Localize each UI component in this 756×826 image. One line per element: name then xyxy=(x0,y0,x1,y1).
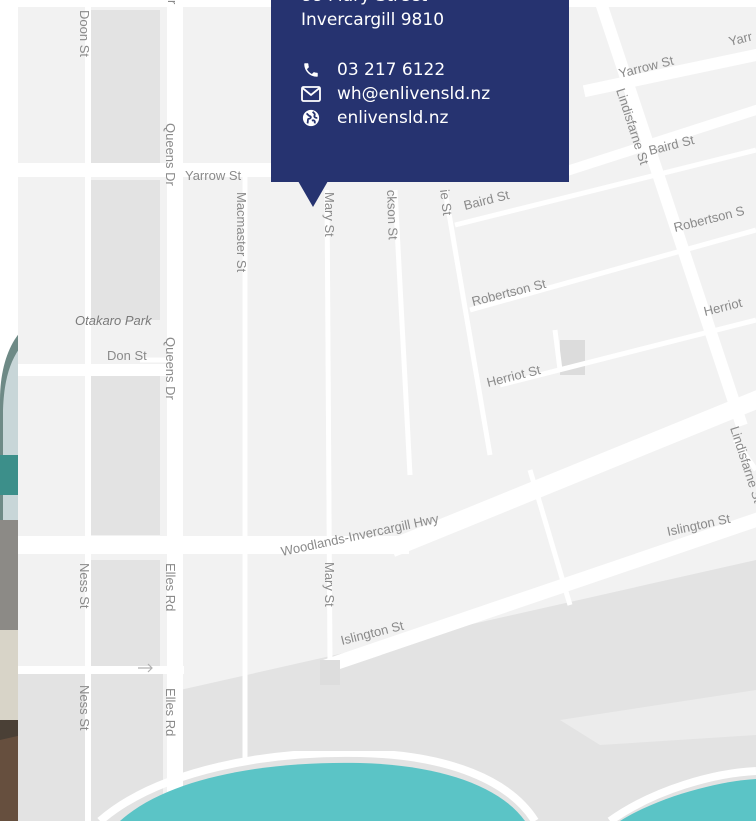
street-label-r: r xyxy=(165,0,180,5)
street-label-queens-2: Queens Dr xyxy=(163,337,178,401)
address-line-2: Invercargill 9810 xyxy=(301,10,445,30)
street-label-elles-1: Elles Rd xyxy=(163,563,178,611)
small-block xyxy=(320,660,340,685)
park-label-otakaro: Otakaro Park xyxy=(75,313,153,328)
street-label-macmaster: Macmaster St xyxy=(234,192,249,273)
one-way-arrow xyxy=(138,663,153,673)
street-label-ness-1: Ness St xyxy=(77,563,92,609)
street-label-yarrow-1: Yarrow St xyxy=(185,168,241,183)
phone-icon xyxy=(301,61,321,79)
card-pointer xyxy=(298,181,328,207)
street-label-queens-1: Queens Dr xyxy=(163,123,178,187)
website-row[interactable]: enlivensld.nz xyxy=(301,106,539,130)
teal-wave-decoration xyxy=(0,748,756,825)
street-label-doon: Doon St xyxy=(77,10,92,57)
email-address[interactable]: wh@enlivensld.nz xyxy=(337,84,491,104)
street-label-ie: ie St xyxy=(437,189,455,217)
park-block xyxy=(90,560,160,670)
park-block xyxy=(90,180,160,320)
street-map[interactable]: Doon St r Queens Dr Queens Dr Yarrow St … xyxy=(18,0,756,821)
street-label-elles-2: Elles Rd xyxy=(163,688,178,736)
street-label-jackson: ckson St xyxy=(384,190,401,241)
street-label-mary-2: Mary St xyxy=(322,562,337,607)
lower-area-2 xyxy=(560,690,756,745)
mail-icon xyxy=(301,85,321,103)
street-label-yarrow-3: Yarr xyxy=(727,28,754,48)
photo-strip xyxy=(0,0,22,821)
globe-icon xyxy=(301,109,321,127)
phone-number[interactable]: 03 217 6122 xyxy=(337,60,446,80)
email-row[interactable]: wh@enlivensld.nz xyxy=(301,82,539,106)
street-label-don: Don St xyxy=(107,348,147,363)
park-block xyxy=(90,10,160,170)
street-label-ness-2: Ness St xyxy=(77,685,92,731)
phone-row[interactable]: 03 217 6122 xyxy=(301,58,539,82)
website-link[interactable]: enlivensld.nz xyxy=(337,108,449,128)
location-info-card: 88 Mary Street Invercargill 9810 03 217 … xyxy=(271,0,569,182)
park-block xyxy=(90,375,160,535)
photo-image xyxy=(0,330,22,821)
address-line-1: 88 Mary Street xyxy=(301,0,539,8)
